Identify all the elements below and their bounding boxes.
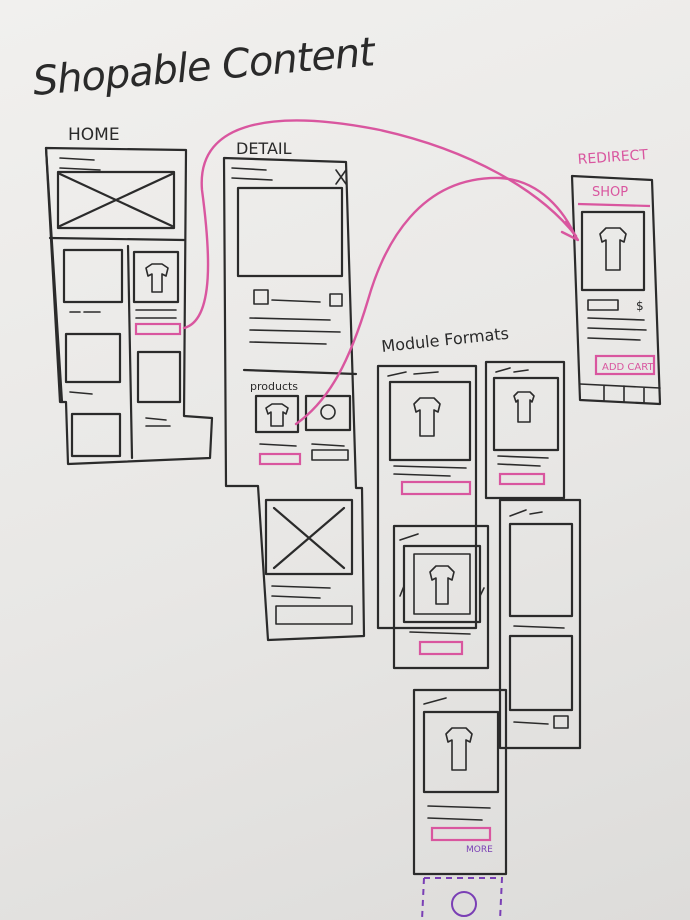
add-cart-label: ADD CART xyxy=(602,362,654,373)
board-title: Shopable Content xyxy=(31,29,378,105)
arrowhead xyxy=(560,220,580,242)
home-pink-cta xyxy=(134,322,182,336)
detail-pink-cta xyxy=(258,452,302,466)
price-label: $ xyxy=(636,299,644,313)
home-product-tile xyxy=(132,250,180,304)
module-card-3 xyxy=(392,524,490,670)
module-card-4 xyxy=(498,498,582,750)
add-cart-button xyxy=(594,354,656,376)
flow-arrows xyxy=(182,119,580,426)
more-label: MORE xyxy=(466,845,493,855)
shop-header: SHOP xyxy=(592,185,628,200)
redirect-wireframe: REDIRECT SHOP $ ADD CART xyxy=(570,147,662,406)
module-card-2 xyxy=(484,360,566,500)
arrow-detail-to-redirect xyxy=(294,176,578,426)
module-formats-label: Module Formats xyxy=(380,324,509,356)
products-label: products xyxy=(250,380,298,393)
home-label: HOME xyxy=(68,125,120,145)
arrow-home-to-redirect xyxy=(182,119,578,330)
detail-label: DETAIL xyxy=(236,139,292,158)
module-card-5: MORE xyxy=(412,688,508,920)
detail-wireframe: DETAIL products xyxy=(222,139,366,642)
home-wireframe: HOME xyxy=(44,125,214,466)
module-card-1 xyxy=(376,364,478,630)
redirect-label: REDIRECT xyxy=(577,147,649,168)
home-card-image xyxy=(62,248,124,304)
